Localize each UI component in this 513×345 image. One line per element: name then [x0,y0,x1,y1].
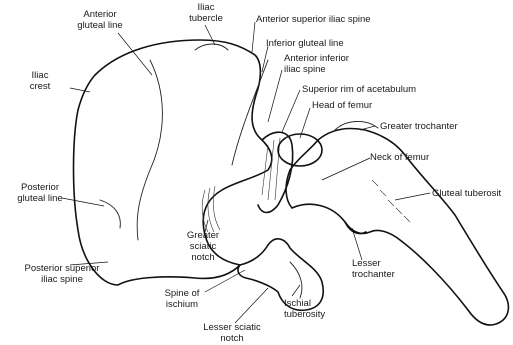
label-line: Lesser [352,258,381,269]
label-line: Posterior [21,182,59,193]
label-anterior-superior-iliac-spine: Anterior superior iliac spine [256,14,371,25]
leader-superior-rim [282,90,300,132]
iliac-tubercle-ridge [195,44,228,50]
ilium-outline [74,40,272,285]
gluteal-tuberosity-marks [372,180,410,222]
label-line: Greater [187,230,219,241]
label-line: gluteal line [17,193,62,204]
label-line: Iliac [198,2,215,13]
label-line: Superior rim of acetabulum [302,84,416,95]
label-line: sciatic [190,241,217,252]
leader-greater-trochanter [360,126,375,130]
label-inferior-gluteal-line: Inferior gluteal line [266,38,344,49]
leader-asis [252,22,255,52]
leader-head-of-femur [300,108,310,138]
leader-lesser-sciatic-notch [235,288,268,323]
label-line: Anterior inferior [284,53,349,64]
label-line: ischium [166,299,198,310]
label-line: Gluteal tuberosit [432,188,502,199]
leader-gluteal-tuberosity [395,193,430,200]
label-line: Anterior [83,9,116,20]
leader-iliac-crest [70,88,90,92]
label-line: Neck of femur [370,152,429,163]
label-line: tuberosity [284,309,325,320]
ischial-inner-line [290,262,302,298]
label-line: notch [220,333,243,344]
label-line: Greater trochanter [380,121,458,132]
leader-ischial-tuberosity [292,285,300,296]
leader-anterior-gluteal-line [118,33,152,75]
leader-iliac-tubercle [205,25,215,45]
label-superior-rim-of-acetabulum: Superior rim of acetabulum [302,84,416,95]
label-line: Inferior gluteal line [266,38,344,49]
label-line: tubercle [189,13,223,24]
inferior-gluteal-line [232,60,268,165]
label-line: Ischial [284,298,311,309]
posterior-gluteal-line [100,200,120,228]
label-neck-of-femur: Neck of femur [370,152,429,163]
acetabulum-shading [262,138,280,200]
label-line: Lesser sciatic [203,322,261,333]
label-line: notch [191,252,214,263]
anterior-gluteal-line [137,60,162,240]
label-line: Anterior superior iliac spine [256,14,371,25]
label-gluteal-tuberosity: Gluteal tuberosit [432,188,502,199]
label-line: iliac spine [284,64,326,75]
label-line: iliac spine [41,274,83,285]
leader-aiis [268,70,282,122]
label-line: trochanter [352,269,395,280]
leader-spine-of-ischium [205,270,245,292]
label-line: Spine of [165,288,200,299]
leader-neck-of-femur [322,158,370,180]
femur-head [278,134,322,166]
label-head-of-femur: Head of femur [312,100,372,111]
label-line: Posterior superior [25,263,100,274]
label-greater-trochanter: Greater trochanter [380,121,458,132]
label-line: Head of femur [312,100,372,111]
label-line: gluteal line [77,20,122,31]
label-line: crest [30,81,51,92]
label-line: Iliac [32,70,49,81]
leader-posterior-gluteal-line [62,198,104,206]
